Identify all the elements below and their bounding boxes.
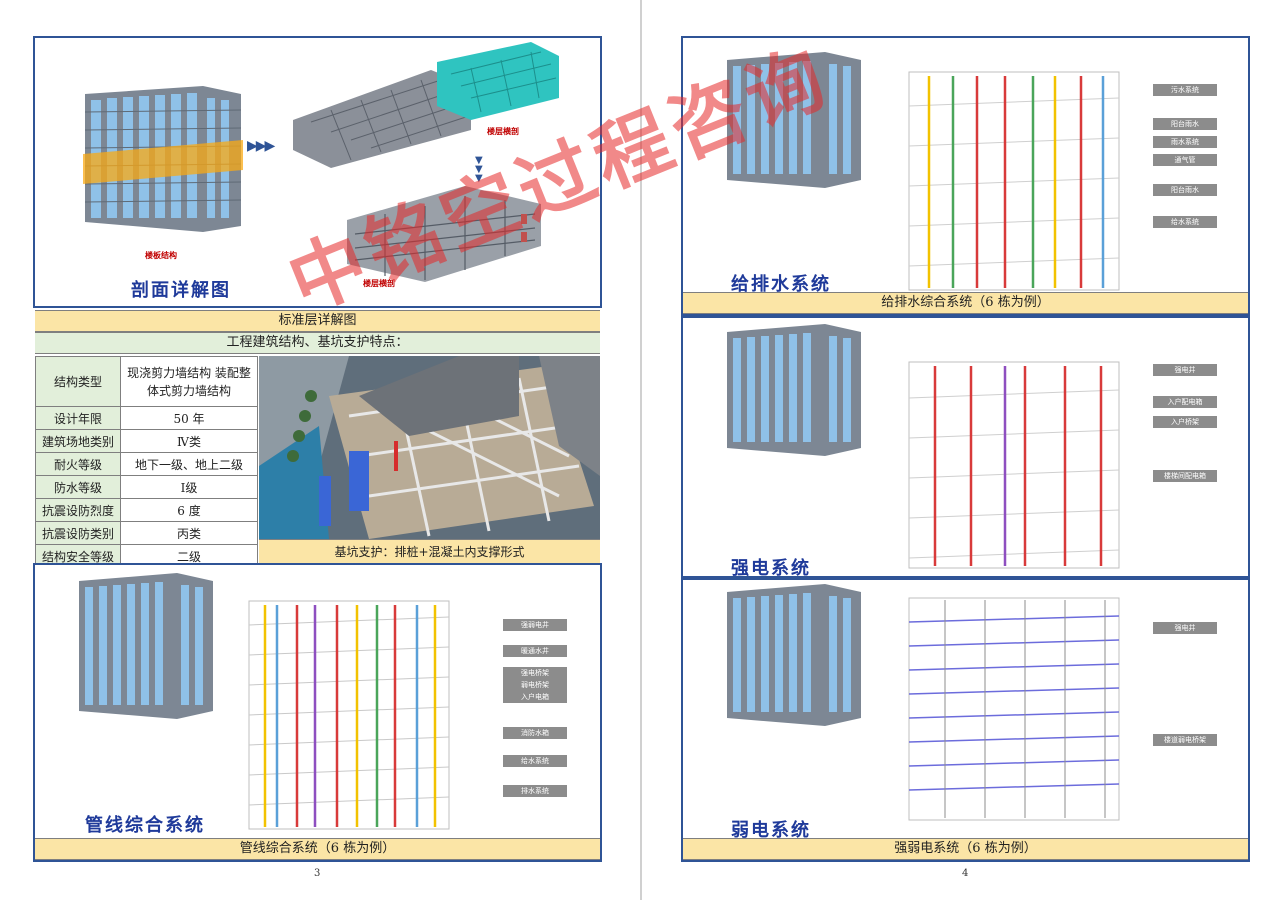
pipeline-callout: 入户电箱 <box>503 691 567 703</box>
spec-value: 丙类 <box>120 521 258 545</box>
table-row: 结构类型 现浇剪力墙结构 装配整体式剪力墙结构 <box>35 356 258 407</box>
pipeline-model <box>245 595 475 835</box>
water-caption: 给排水综合系统（6 栋为例） <box>683 292 1248 314</box>
spec-label: 耐火等级 <box>35 452 121 476</box>
spec-value: 6 度 <box>120 498 258 522</box>
power-caption: 强弱电系统（6 栋为例） <box>683 838 1248 860</box>
water-callout: 通气管 <box>1153 154 1217 166</box>
water-callout: 阳台雨水 <box>1153 184 1217 196</box>
water-callout: 阳台雨水 <box>1153 118 1217 130</box>
floor-plan-illustration <box>345 184 545 284</box>
tower-illustration <box>725 582 863 728</box>
tower-illustration <box>725 50 863 190</box>
pipeline-callout: 强弱电井 <box>503 619 567 631</box>
tower-section-illustration <box>83 76 243 236</box>
water-system-panel: 污水系统 阳台雨水 雨水系统 通气管 阳台雨水 给水系统 给排水系统 给排水综合… <box>681 36 1250 316</box>
pipeline-callout: 消防水箱 <box>503 727 567 739</box>
strong-callout: 强电井 <box>1153 364 1217 376</box>
weak-electric-panel: 强电井 楼道弱电桥架 弱电系统 强弱电系统（6 栋为例） <box>681 578 1250 862</box>
weak-title: 弱电系统 <box>731 820 811 841</box>
strong-title: 强电系统 <box>731 558 811 578</box>
overview-caption: 工程建筑结构、基坑支护特点： <box>35 332 600 354</box>
strong-callout: 入户桥架 <box>1153 416 1217 428</box>
pipeline-caption: 管线综合系统（6 栋为例） <box>35 838 600 860</box>
water-callout: 雨水系统 <box>1153 136 1217 148</box>
water-callout: 给水系统 <box>1153 216 1217 228</box>
floor-structure-label: 楼板结构 <box>145 251 177 260</box>
section-title: 剖面详解图 <box>131 280 231 301</box>
floor-section-label: 楼层横剖 <box>487 127 519 136</box>
spec-value: 50 年 <box>120 406 258 430</box>
spec-value: Ⅰ级 <box>120 475 258 499</box>
water-model <box>905 66 1125 296</box>
spec-label: 设计年限 <box>35 406 121 430</box>
water-callout: 污水系统 <box>1153 84 1217 96</box>
floor-plan-label: 楼层横剖 <box>363 279 395 288</box>
std-floor-caption: 标准层详解图 <box>35 310 600 332</box>
structure-spec-table: 结构类型 现浇剪力墙结构 装配整体式剪力墙结构 设计年限 50 年 建筑场地类别… <box>35 356 258 568</box>
weak-callout: 楼道弱电桥架 <box>1153 734 1217 746</box>
spec-value: 现浇剪力墙结构 装配整体式剪力墙结构 <box>120 356 258 407</box>
weak-electric-model <box>905 594 1125 824</box>
page-gutter <box>640 0 642 900</box>
foundation-pit-photo <box>259 356 600 539</box>
page-3: 楼板结构 ▶▶▶ ▼▼▼ 楼层横剖 <box>0 0 640 900</box>
spec-value: Ⅳ类 <box>120 429 258 453</box>
weak-callout: 强电井 <box>1153 622 1217 634</box>
arrow-right-icon: ▶▶▶ <box>247 138 275 154</box>
page-number: 3 <box>314 868 321 879</box>
spec-label: 抗震设防烈度 <box>35 498 121 522</box>
table-row: 抗震设防烈度 6 度 <box>35 498 258 522</box>
strong-callout: 楼梯间配电箱 <box>1153 470 1217 482</box>
tower-illustration <box>77 571 215 721</box>
table-row: 设计年限 50 年 <box>35 406 258 430</box>
table-row: 耐火等级 地下一级、地上二级 <box>35 452 258 476</box>
table-row: 防水等级 Ⅰ级 <box>35 475 258 499</box>
pit-caption: 基坑支护：排桩+混凝土内支撑形式 <box>259 539 600 563</box>
page-4: 污水系统 阳台雨水 雨水系统 通气管 阳台雨水 给水系统 给排水系统 给排水综合… <box>642 0 1264 900</box>
spec-label: 建筑场地类别 <box>35 429 121 453</box>
strong-electric-panel: 强电井 入户配电箱 入户桥架 楼梯间配电箱 强电系统 <box>681 316 1250 578</box>
table-row: 抗震设防类别 丙类 <box>35 521 258 545</box>
arrow-down-icon: ▼▼▼ <box>475 155 483 184</box>
spec-value: 地下一级、地上二级 <box>120 452 258 476</box>
page-number: 4 <box>962 868 969 879</box>
pipeline-panel: 强弱电井 暖通水井 强电桥架 弱电桥架 入户电箱 消防水箱 给水系统 排水系统 … <box>33 563 602 862</box>
pipeline-callout: 给水系统 <box>503 755 567 767</box>
tower-illustration <box>725 322 863 458</box>
pipeline-callout: 排水系统 <box>503 785 567 797</box>
spec-label: 结构类型 <box>35 356 121 407</box>
pipeline-callout: 弱电桥架 <box>503 679 567 691</box>
pipeline-title: 管线综合系统 <box>85 815 205 836</box>
floor-slice-illustration <box>291 40 561 170</box>
strong-electric-model <box>905 358 1125 572</box>
pipeline-callout: 强电桥架 <box>503 667 567 679</box>
section-diagram-panel: 楼板结构 ▶▶▶ ▼▼▼ 楼层横剖 <box>33 36 602 308</box>
pipeline-callout: 暖通水井 <box>503 645 567 657</box>
strong-callout: 入户配电箱 <box>1153 396 1217 408</box>
water-title: 给排水系统 <box>731 274 831 295</box>
spec-label: 防水等级 <box>35 475 121 499</box>
table-row: 建筑场地类别 Ⅳ类 <box>35 429 258 453</box>
spec-label: 抗震设防类别 <box>35 521 121 545</box>
